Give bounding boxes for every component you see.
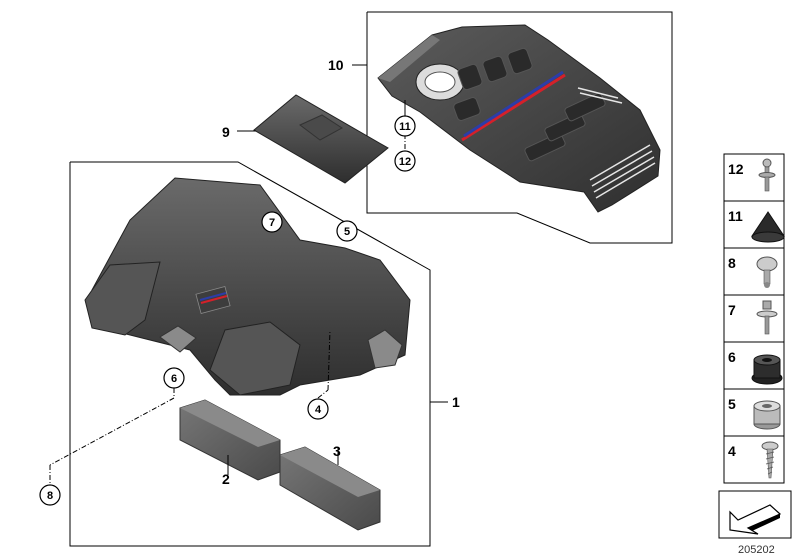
callout-5: 5 [336,220,358,242]
leader-lines [49,64,448,485]
svg-text:4: 4 [315,404,322,416]
svg-text:12: 12 [728,161,744,177]
part-labels: 1 2 3 9 10 [222,57,460,487]
engine-cover-lower [84,177,411,396]
hardware-legend: 12 11 8 [718,153,792,539]
callouts: 4 5 6 7 8 11 12 [39,115,416,506]
callout-4: 4 [307,398,329,420]
svg-text:11: 11 [399,121,411,133]
insulation-mat [253,94,389,184]
part-label-3: 3 [333,443,341,459]
callout-6: 6 [163,367,185,389]
arrow-navigation-icon [729,504,782,535]
part-label-9: 9 [222,124,230,140]
legend-row-5[interactable]: 5 [723,388,785,437]
svg-text:11: 11 [728,208,743,224]
part-label-10: 10 [328,57,344,73]
upper-assembly-frame [366,11,673,244]
legend-row-4[interactable]: 4 [723,435,785,484]
bolt-with-washer-icon [756,300,778,335]
svg-text:8: 8 [47,490,53,502]
ball-stud-icon [758,158,776,192]
torx-screw-icon [756,256,778,288]
svg-text:12: 12 [399,156,411,168]
legend-row-12[interactable]: 12 [723,153,785,202]
catalog-number: 205202 [738,544,775,556]
lower-assembly-frame [69,161,431,547]
callout-11: 11 [394,115,416,137]
callout-8: 8 [39,484,61,506]
svg-text:7: 7 [269,217,275,229]
self-tapping-screw-icon [761,441,779,479]
callout-7: 7 [261,211,283,233]
rubber-grommet-icon [751,211,785,243]
svg-text:6: 6 [171,373,177,385]
metal-nut-icon [753,400,781,430]
legend-row-7[interactable]: 7 [723,294,785,343]
svg-text:5: 5 [728,396,736,412]
legend-row-11[interactable]: 11 [723,200,785,249]
part-label-1: 1 [452,394,460,410]
svg-text:5: 5 [344,226,350,238]
arrow-navigation-box[interactable] [718,490,792,539]
svg-text:4: 4 [728,443,736,459]
callout-12: 12 [394,150,416,172]
foam-block-left [179,399,281,481]
engine-cover-top [377,24,661,213]
legend-row-6[interactable]: 6 [723,341,785,390]
rubber-mount-icon [751,354,783,385]
foam-block-right [279,446,381,531]
legend-row-8[interactable]: 8 [723,247,785,296]
part-label-2: 2 [222,471,230,487]
svg-text:6: 6 [728,349,736,365]
svg-text:7: 7 [728,302,736,318]
svg-text:8: 8 [728,255,736,271]
